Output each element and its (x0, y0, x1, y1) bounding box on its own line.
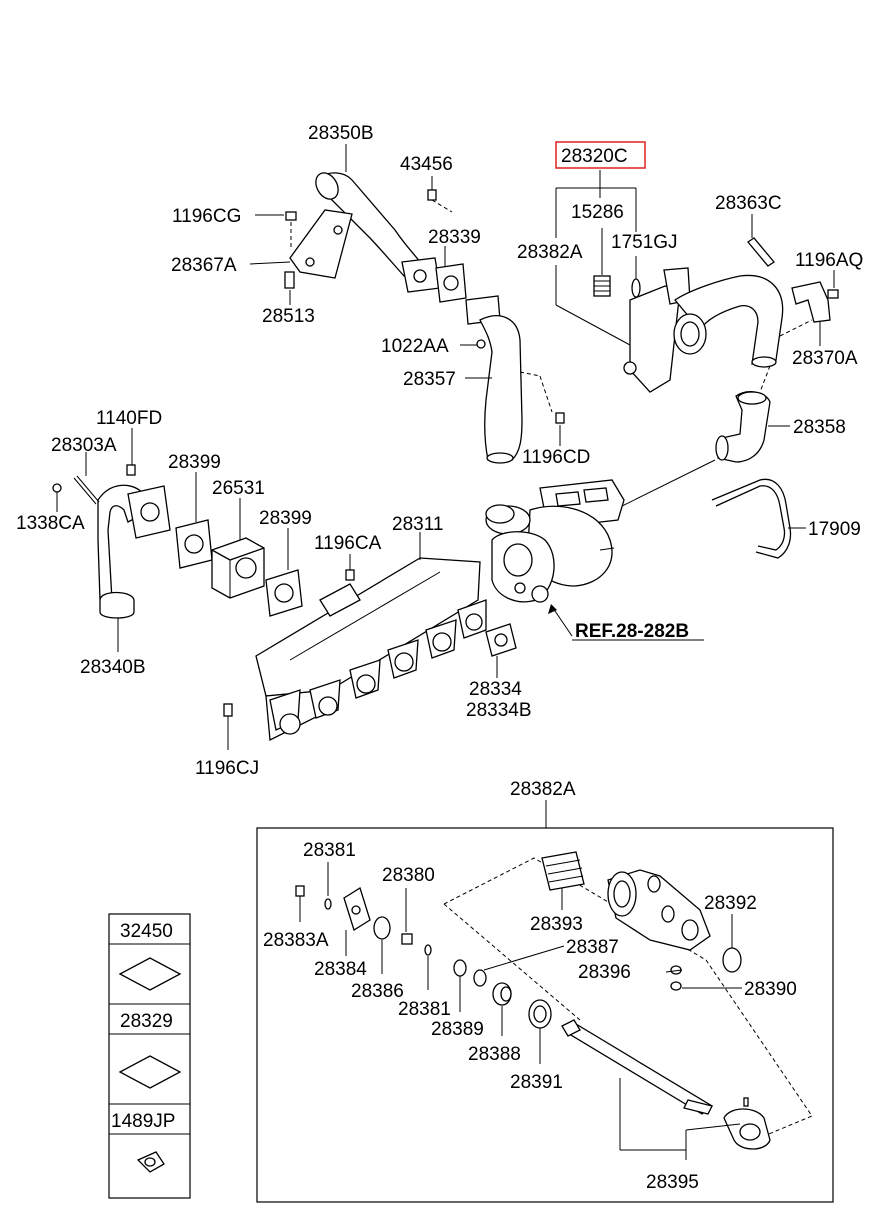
hose-17909 (711, 478, 792, 559)
clip-icon (136, 1151, 165, 1173)
label-28320C: 28320C (561, 146, 628, 167)
label-28381-b: 28381 (398, 999, 451, 1020)
label-28303A: 28303A (51, 435, 117, 456)
label-1196AQ: 1196AQ (795, 250, 863, 271)
label-28334B: 28334B (466, 700, 532, 721)
gasket-diamond-icon-2 (118, 1055, 182, 1089)
label-28311: 28311 (392, 514, 443, 535)
label-28382A-top: 28382A (517, 242, 583, 263)
gasket-diamond-icon (118, 957, 182, 991)
legend-item-32450: 32450 (120, 921, 173, 942)
label-28340B: 28340B (80, 657, 146, 678)
clamp-28363C (747, 237, 775, 267)
label-28395: 28395 (646, 1172, 699, 1193)
label-28350B: 28350B (308, 123, 374, 144)
label-17909: 17909 (808, 519, 861, 540)
gasket-28399-b (265, 569, 303, 617)
label-28358: 28358 (793, 417, 846, 438)
label-28384: 28384 (314, 959, 367, 980)
label-28367A: 28367A (171, 255, 237, 276)
label-15286: 15286 (571, 202, 624, 223)
label-28399-a: 28399 (168, 452, 221, 473)
label-28389: 28389 (431, 1019, 484, 1040)
nut-28390 (722, 947, 742, 973)
label-28388: 28388 (468, 1044, 521, 1065)
label-28391: 28391 (510, 1072, 563, 1093)
label-1140FD: 1140FD (96, 408, 162, 429)
exhaust-manifold-28311 (255, 557, 487, 742)
label-28399-b: 28399 (259, 508, 312, 529)
label-1751GJ: 1751GJ (611, 232, 678, 253)
label-1338CA: 1338CA (16, 513, 85, 534)
label-ref: REF.28-282B (575, 621, 689, 642)
hose-28358 (715, 391, 771, 463)
label-28334: 28334 (469, 679, 522, 700)
shaft-28395 (561, 1019, 771, 1150)
label-28387: 28387 (566, 937, 619, 958)
turbocharger (485, 479, 625, 603)
label-28357: 28357 (403, 369, 456, 390)
label-28381-a: 28381 (303, 840, 356, 861)
legend-table: 32450 28329 1489JP (108, 913, 191, 1199)
label-28386: 28386 (351, 981, 404, 1002)
egr-valve-group (593, 267, 784, 393)
label-28390: 28390 (744, 979, 797, 1000)
label-28393: 28393 (530, 914, 583, 935)
legend-item-28329: 28329 (120, 1011, 173, 1032)
label-28370A: 28370A (792, 348, 858, 369)
pipe-28340B-group (52, 464, 171, 619)
highlight-28320C (555, 141, 646, 169)
label-1196CJ: 1196CJ (195, 758, 259, 779)
spring-28393 (541, 851, 585, 891)
label-28383A: 28383A (263, 930, 329, 951)
label-28382A-box: 28382A (510, 779, 576, 800)
label-1196CG: 1196CG (172, 206, 241, 227)
label-1196CD: 1196CD (522, 447, 590, 468)
pipe-28357-group (465, 295, 565, 464)
gasket-28399-a (175, 519, 213, 569)
spacer-26531 (211, 537, 265, 599)
bracket-28370A (791, 281, 839, 323)
label-1196CA: 1196CA (314, 533, 382, 554)
pipe-28350B-group (284, 172, 467, 303)
legend-item-1489JP: 1489JP (111, 1111, 175, 1132)
label-28363C: 28363C (715, 193, 782, 214)
detail-box (256, 827, 834, 1203)
label-26531: 26531 (212, 478, 265, 499)
label-28380: 28380 (382, 865, 435, 886)
label-28396: 28396 (578, 962, 631, 983)
gasket-28334 (485, 623, 517, 657)
label-28339-top: 28339 (428, 227, 481, 248)
label-1022AA: 1022AA (381, 336, 449, 357)
label-43456: 43456 (400, 154, 453, 175)
label-28392: 28392 (704, 893, 757, 914)
label-28513: 28513 (262, 306, 315, 327)
valve-housing (607, 869, 711, 951)
